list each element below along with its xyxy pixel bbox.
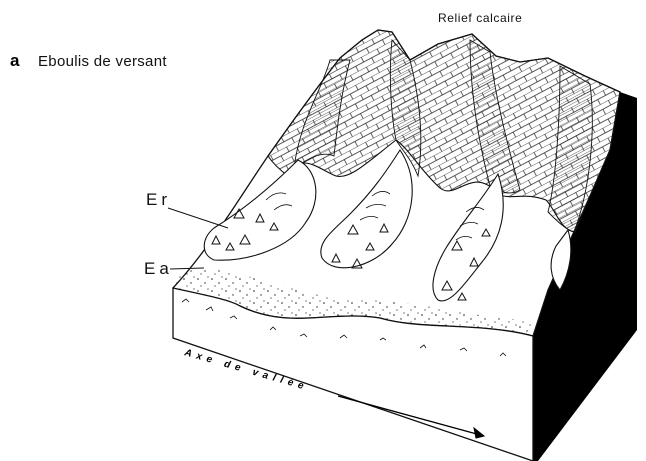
label-ea: Ea <box>144 259 173 278</box>
relief-calcaire-label: Relief calcaire <box>438 11 522 25</box>
label-er: Er <box>146 190 171 209</box>
figure-title: Eboulis de versant <box>38 53 167 70</box>
leader-line-er <box>168 208 228 228</box>
panel-letter: a <box>10 51 20 70</box>
